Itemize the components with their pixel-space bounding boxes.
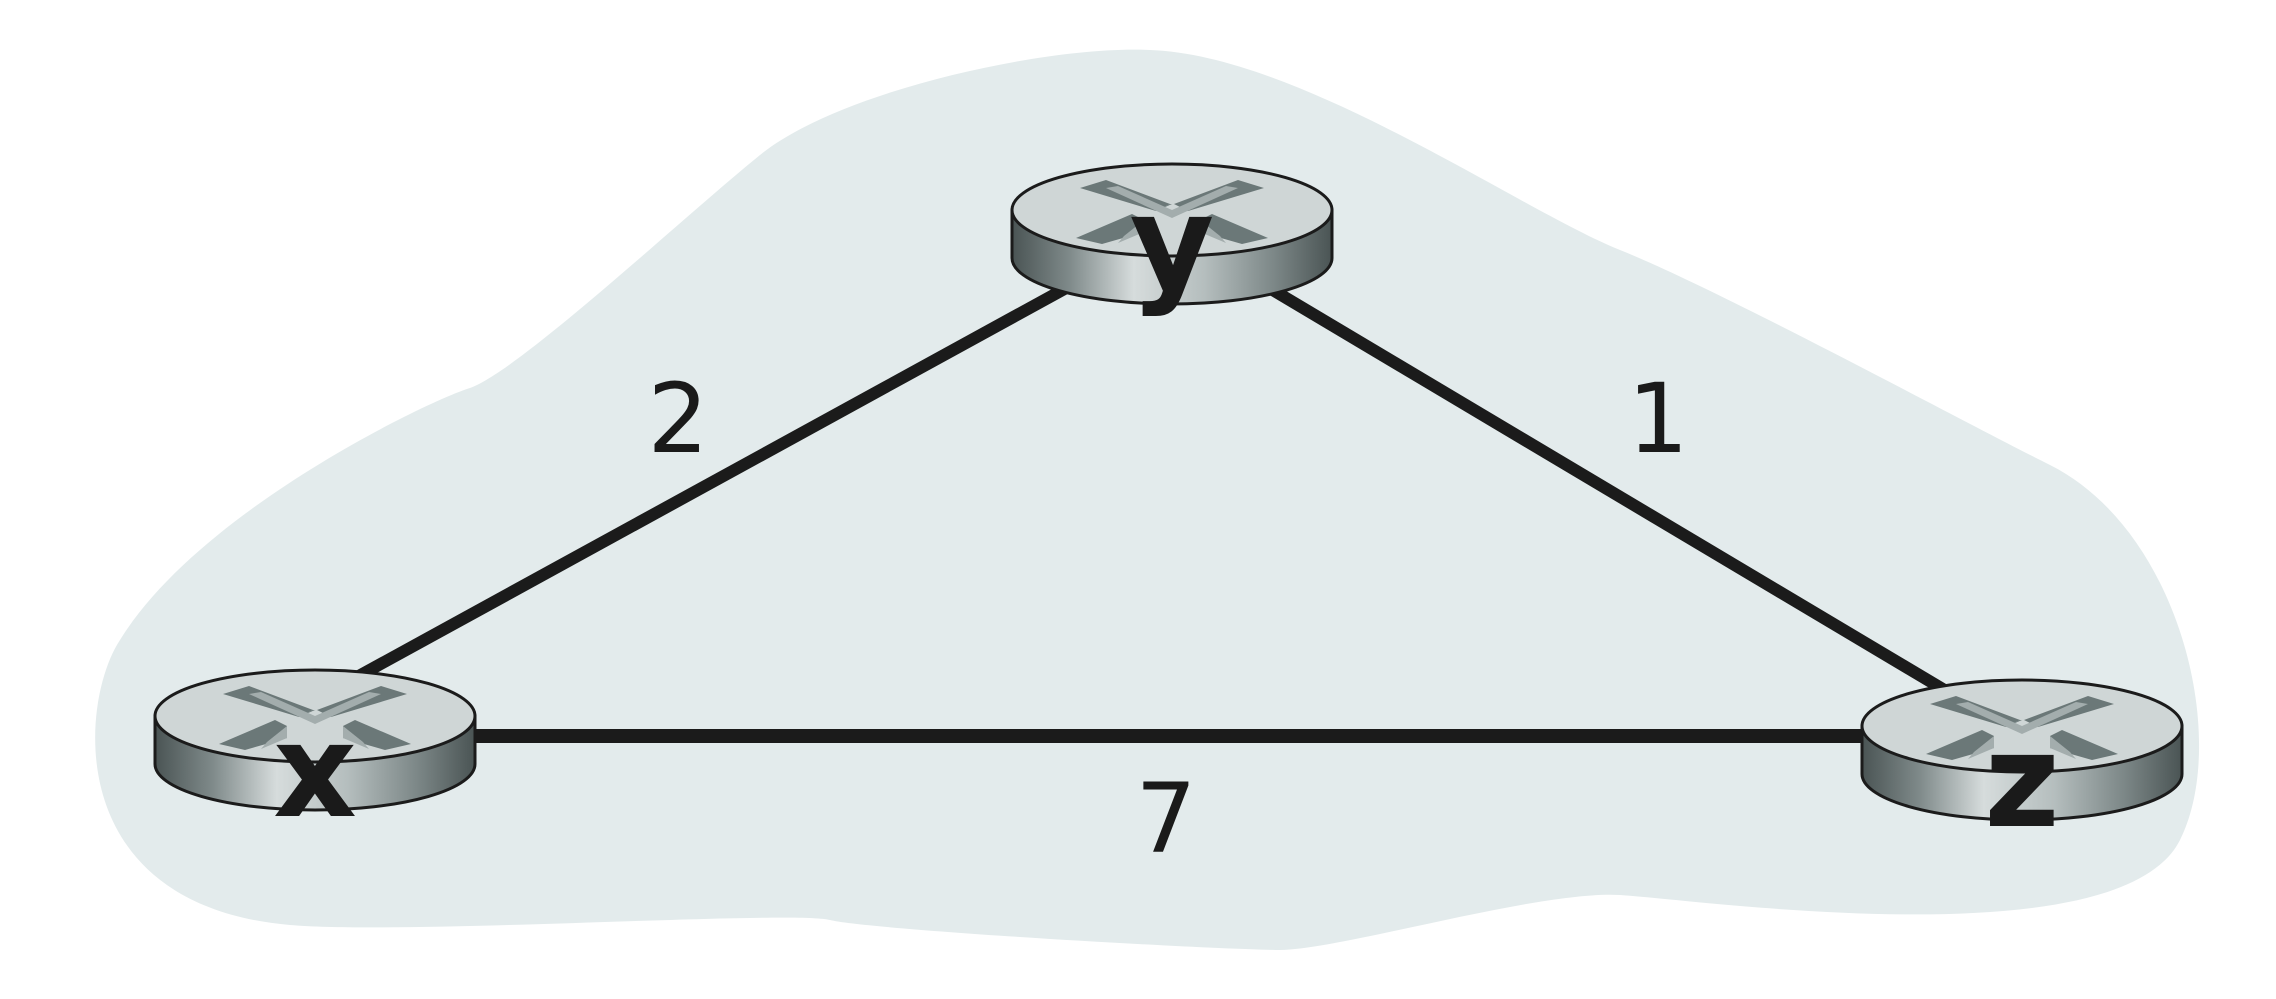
router-y-label: y — [1130, 167, 1215, 319]
link-y-z — [1168, 224, 2024, 741]
router-y[interactable]: y — [1010, 162, 1334, 319]
link-x-z-cost: 7 — [1135, 763, 1196, 875]
network-cloud — [95, 49, 2200, 951]
router-z-label: z — [1984, 705, 2060, 857]
link-x-y-cost: 2 — [647, 363, 708, 475]
router-x-label: x — [273, 695, 357, 847]
link-x-y — [312, 224, 1175, 706]
router-x[interactable]: x — [153, 668, 477, 847]
link-y-z-cost: 1 — [1627, 363, 1688, 475]
router-z[interactable]: z — [1860, 678, 2184, 857]
